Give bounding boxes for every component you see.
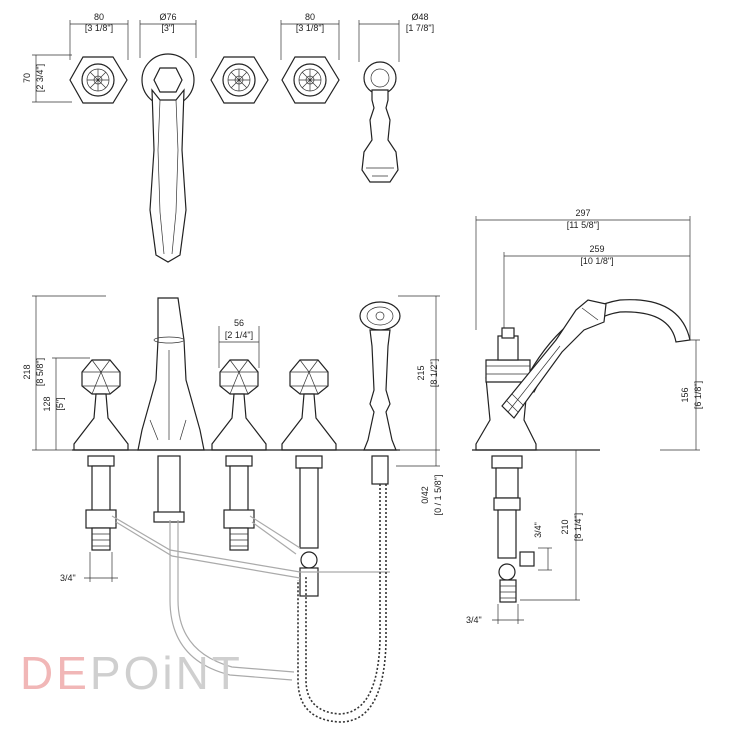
dim-side-height-in: [6 1/8"]	[693, 381, 703, 409]
dim-front-handle-height-in: [5"]	[55, 397, 65, 410]
dim-handle1-width-in: [3 1/8"]	[85, 23, 113, 33]
dim-shower-height: 215	[416, 365, 426, 380]
dim-front-total-height-in: [8 5/8"]	[35, 358, 45, 386]
dim-front-thread: 3/4"	[60, 573, 76, 583]
dim-shower-height-in: [8 1/2"]	[429, 359, 439, 387]
logo-part-1: DE	[20, 647, 90, 699]
dim-handle-spacing-in: [2 1/4"]	[225, 330, 253, 340]
brand-logo: DEPOiNT	[20, 646, 243, 700]
handle-2-top	[210, 56, 269, 104]
dim-top-handle-height: 70	[22, 73, 32, 83]
below-deck-side	[491, 455, 535, 603]
dim-side-reach: 259	[589, 244, 604, 254]
dim-spout-dia: Ø76	[159, 12, 176, 22]
below-deck-front	[85, 455, 390, 681]
dim-handle2-width: 80	[305, 12, 315, 22]
dim-below-deck-in: [8 1/4"]	[573, 513, 583, 541]
dim-side-depth-in: [11 5/8"]	[567, 220, 600, 230]
spout-top	[141, 53, 195, 263]
dim-handle-spacing: 56	[234, 318, 244, 328]
dim-deck-thickness: 0/42	[420, 486, 430, 504]
dim-side-thread: 3/4"	[533, 522, 543, 538]
handle-2-front	[211, 359, 267, 451]
top-view: 80 [3 1/8"] 70 [2 3/4"] Ø76 [3"]	[22, 12, 434, 263]
dim-side-height: 156	[680, 387, 690, 402]
dim-side-reach-in: [10 1/8"]	[580, 256, 613, 266]
handle-1-front	[73, 359, 129, 451]
handle-3-front	[281, 359, 337, 451]
handle-3-top	[281, 56, 340, 104]
dim-shower-dia-in: [1 7/8"]	[406, 23, 434, 33]
logo-part-2: POiNT	[89, 647, 243, 699]
dim-deck-thickness-in: [0 / 1 5/8"]	[433, 475, 443, 516]
dim-handle2-width-in: [3 1/8"]	[296, 23, 324, 33]
dim-spout-dia-in: [3"]	[161, 23, 174, 33]
dim-top-handle-height-in: [2 3/4"]	[35, 64, 45, 92]
dim-below-deck: 210	[560, 519, 570, 534]
dim-handle1-width: 80	[94, 12, 104, 22]
dim-side-depth: 297	[575, 208, 590, 218]
dim-side-thread-bottom: 3/4"	[466, 615, 482, 625]
dim-shower-dia: Ø48	[411, 12, 428, 22]
handle-1-top	[69, 56, 128, 104]
front-view: 218 [8 5/8"] 128 [5"] 56 [2 1/4"] 215 [8…	[22, 295, 443, 723]
hand-shower-front	[359, 301, 401, 451]
shower-hose	[305, 484, 381, 715]
hand-shower-top	[361, 61, 399, 183]
side-view: 297 [11 5/8"] 259 [10 1/8"] 156 [6 1/8"]	[466, 208, 703, 625]
dim-front-handle-height: 128	[42, 396, 52, 411]
spout-front	[137, 297, 205, 451]
hand-shower-side	[501, 299, 607, 419]
dim-front-total-height: 218	[22, 364, 32, 379]
